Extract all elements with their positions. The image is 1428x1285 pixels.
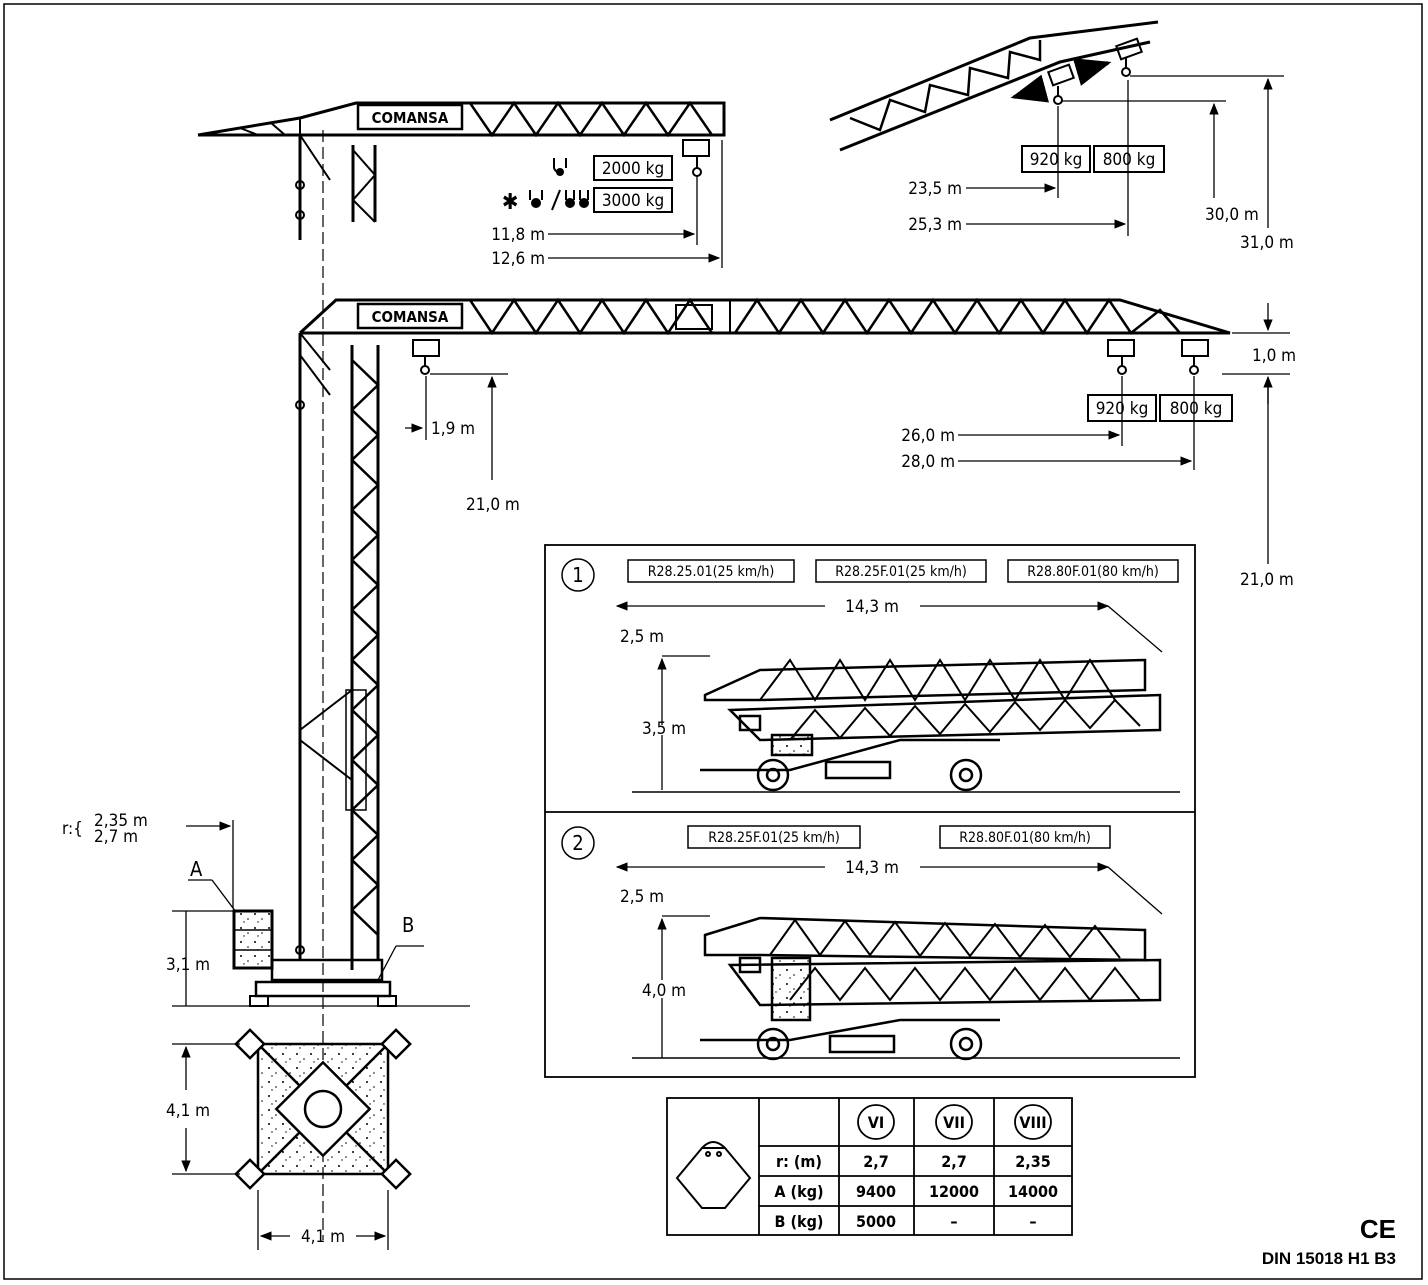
panel2-truck — [632, 916, 1180, 1061]
drawing-border — [3, 3, 1423, 1280]
table-b-viii: – — [1029, 1212, 1036, 1231]
panel1-tag-1: R28.25.01(25 km/h) — [648, 564, 774, 580]
load-box-2000 — [593, 155, 673, 181]
height-21-0-right: 21,0 m — [1240, 570, 1294, 590]
main-load-box-800 — [1159, 394, 1233, 422]
table-b-vii: – — [950, 1212, 957, 1231]
panel2-tag-2: R28.80F.01(80 km/h) — [959, 830, 1090, 846]
radius-2-35: 2,35 m — [94, 811, 148, 831]
hook-double-icon — [529, 189, 589, 211]
luffed-load-920: 920 kg — [1030, 150, 1083, 170]
panel2-number-circle — [561, 826, 595, 860]
top-logo: COMANSA — [372, 109, 449, 127]
table-row-b-label: B (kg) — [774, 1212, 823, 1231]
table-a-viii: 14000 — [1008, 1182, 1058, 1201]
luffed-radius-23-5: 23,5 m — [908, 179, 962, 199]
height-1-0: 1,0 m — [1252, 346, 1296, 366]
panel2-number: 2 — [572, 831, 583, 855]
load-3000: 3000 kg — [602, 191, 664, 211]
panel1-overhang: 2,5 m — [620, 627, 664, 647]
panel2-length: 14,3 m — [845, 858, 899, 878]
norm-label: DIN 15018 H1 B3 — [1262, 1249, 1396, 1268]
table-col-viii: VIII — [1019, 1113, 1046, 1132]
table-a-vii: 12000 — [929, 1182, 979, 1201]
main-logo: COMANSA — [372, 308, 449, 326]
panel2-tag-1: R28.25F.01(25 km/h) — [708, 830, 839, 846]
main-crane — [232, 297, 1231, 1007]
radius-prefix: r:{ — [62, 819, 83, 839]
table-r-viii: 2,35 — [1015, 1152, 1051, 1171]
hook-single-icon — [553, 158, 567, 176]
luffed-load-800: 800 kg — [1103, 150, 1156, 170]
luffed-height-31-0: 31,0 m — [1240, 233, 1294, 253]
luffed-load-box-800 — [1093, 145, 1165, 173]
panel1-tag-box-3 — [1007, 559, 1179, 583]
luffed-jib — [829, 20, 1159, 152]
table-r-vi: 2,7 — [863, 1152, 889, 1171]
table-a-vi: 9400 — [856, 1182, 896, 1201]
luffed-height-30-0: 30,0 m — [1205, 205, 1259, 225]
main-radius-26-0: 26,0 m — [901, 426, 955, 446]
radius-11-8: 11,8 m — [491, 225, 545, 245]
panel1-number: 1 — [572, 563, 583, 587]
table-row-a-label: A (kg) — [774, 1182, 823, 1201]
load-2000: 2000 kg — [602, 159, 664, 179]
label-b: B — [402, 913, 414, 937]
panel1-truck — [632, 658, 1180, 793]
plan-width-vertical: 4,1 m — [166, 1101, 210, 1121]
star-icon: ✱ — [502, 190, 519, 215]
panel2-height: 4,0 m — [642, 981, 686, 1001]
panel1-number-circle — [561, 558, 595, 592]
panel1-tag-2: R28.25F.01(25 km/h) — [835, 564, 966, 580]
table-row-r-label: r: (m) — [776, 1152, 822, 1171]
label-a: A — [190, 857, 203, 881]
radius-12-6: 12,6 m — [491, 249, 545, 269]
panel2-tag-box-2 — [939, 825, 1111, 849]
ballast-block-icon — [675, 1141, 752, 1209]
panel1-height: 3,5 m — [642, 719, 686, 739]
luffed-load-box-920 — [1021, 145, 1091, 173]
panel1-tag-box-2 — [815, 559, 987, 583]
plan-width-horizontal: 4,1 m — [301, 1227, 345, 1247]
main-radius-28-0: 28,0 m — [901, 452, 955, 472]
base-plan-view — [234, 1028, 412, 1190]
panel1-tag-box-1 — [627, 559, 795, 583]
ballast-table — [666, 1097, 1073, 1236]
panel1-tag-3: R28.80F.01(80 km/h) — [1027, 564, 1158, 580]
transport-panel — [544, 544, 1196, 1078]
main-load-800: 800 kg — [1170, 399, 1223, 419]
ce-mark: CE — [1360, 1214, 1396, 1244]
panel1-length: 14,3 m — [845, 597, 899, 617]
height-21-0-left: 21,0 m — [466, 495, 520, 515]
radius-2-7: 2,7 m — [94, 827, 138, 847]
dim-1-9: 1,9 m — [431, 419, 475, 439]
table-b-vi: 5000 — [856, 1212, 896, 1231]
load-box-3000 — [593, 187, 673, 213]
table-col-vi: VI — [868, 1113, 885, 1132]
table-r-vii: 2,7 — [941, 1152, 967, 1171]
luffed-radius-25-3: 25,3 m — [908, 215, 962, 235]
panel2-overhang: 2,5 m — [620, 887, 664, 907]
panel2-tag-box-1 — [687, 825, 861, 849]
table-col-vii: VII — [943, 1113, 965, 1132]
short-jib-crane — [197, 100, 726, 240]
height-3-1: 3,1 m — [166, 955, 210, 975]
